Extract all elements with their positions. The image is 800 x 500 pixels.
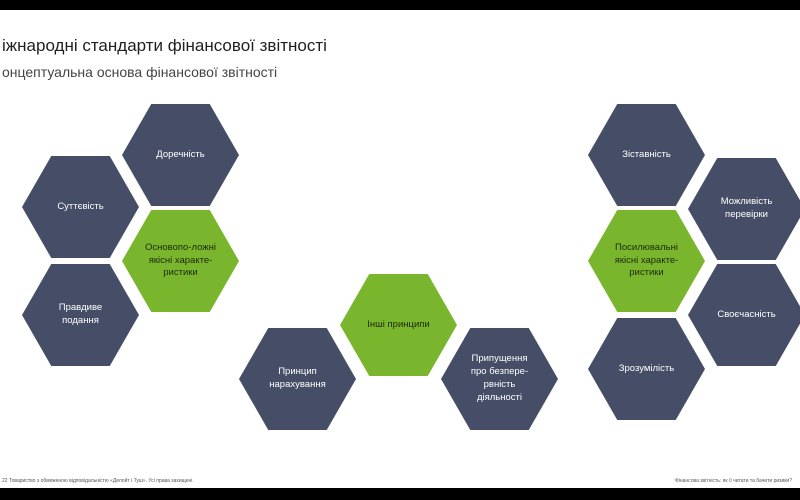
hex-verifiability: Можливість перевірки: [688, 158, 800, 260]
hex-relevance: Доречність: [122, 104, 239, 206]
slide-subtitle: онцептуальна основа фінансової звітності: [2, 64, 278, 80]
footer-course-title: Фінансова звітність: як її читати та бач…: [674, 478, 792, 484]
hex-timeliness: Своєчасність: [688, 264, 800, 366]
hex-comparability: Зіставність: [588, 104, 705, 206]
hex-other-principles: Інші принципи: [340, 274, 457, 376]
hex-going-concern: Припущення про безпере-рвність діяльност…: [441, 328, 558, 430]
hex-enhancing-qualities: Посилювальні якісні характе-ристики: [588, 210, 705, 312]
footer-copyright: 22 Товариство з обмеженою відповідальніс…: [2, 478, 194, 484]
hex-accrual-principle: Принцип нарахування: [239, 328, 356, 430]
hex-fundamental-qualities: Основопо-ложні якісні характе-ристики: [122, 210, 239, 312]
slide-title: іжнародні стандарти фінансової звітності: [2, 36, 327, 55]
hex-faithful-representation: Правдиве подання: [22, 264, 139, 366]
hex-materiality: Суттєвість: [22, 156, 139, 258]
slide: іжнародні стандарти фінансової звітності…: [0, 10, 800, 488]
hex-understandability: Зрозумілість: [588, 318, 705, 420]
